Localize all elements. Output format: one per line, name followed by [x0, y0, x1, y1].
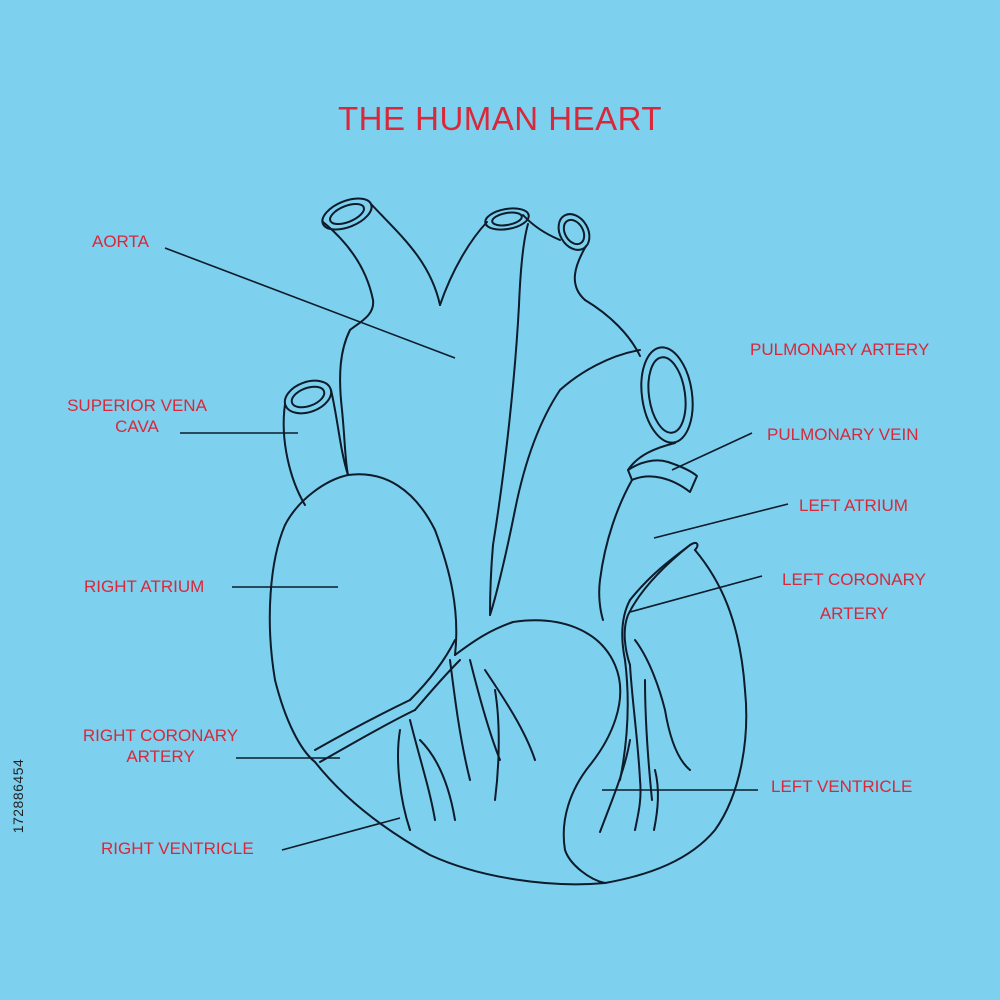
leader-pulmonary-vein [671, 432, 753, 471]
leader-left-coronary-artery [629, 575, 763, 613]
label-superior-vena-cava: SUPERIOR VENA CAVA [52, 395, 222, 437]
label-right-coronary-artery-line2: ARTERY [126, 747, 195, 766]
label-left-atrium: LEFT ATRIUM [799, 496, 908, 515]
pulmonary-artery-opening [640, 346, 694, 444]
right-coronary-artery [314, 699, 411, 751]
label-aorta: AORTA [92, 232, 149, 251]
pulmonary-vein [627, 459, 698, 493]
aortic-arch [322, 221, 375, 331]
right-atrium-outline [347, 473, 458, 656]
label-pulmonary-vein: PULMONARY VEIN [767, 425, 919, 444]
label-right-coronary-artery-line1: RIGHT CORONARY [82, 726, 239, 745]
label-superior-vena-cava-line2: CAVA [115, 417, 159, 436]
label-right-atrium: RIGHT ATRIUM [84, 577, 205, 596]
pulmonary-branch-opening-1 [484, 207, 530, 231]
label-left-coronary-artery-line2: ARTERY [819, 604, 889, 623]
interventricular-line [512, 619, 622, 884]
aorta-opening [321, 197, 373, 231]
leader-aorta [164, 247, 456, 359]
label-left-ventricle: LEFT VENTRICLE [771, 777, 913, 796]
label-left-coronary-artery-line1: LEFT CORONARY [782, 570, 926, 589]
page-title: THE HUMAN HEART [337, 100, 663, 137]
label-superior-vena-cava-line1: SUPERIOR VENA [67, 396, 207, 415]
stock-id: 172886454 [10, 758, 26, 834]
heart-bottom-outline [314, 761, 606, 886]
left-coronary-artery [623, 544, 691, 666]
pulmonary-branch-opening-2 [557, 213, 591, 251]
label-left-coronary-artery: LEFT CORONARY ARTERY [764, 563, 944, 631]
left-atrium-outline [598, 479, 633, 621]
superior-vena-cava-opening [283, 379, 333, 415]
label-pulmonary-artery: PULMONARY ARTERY [750, 340, 930, 359]
leader-left-atrium [653, 503, 789, 539]
leader-right-ventricle [281, 817, 401, 851]
label-right-ventricle: RIGHT VENTRICLE [101, 839, 254, 858]
label-right-coronary-artery: RIGHT CORONARY ARTERY [68, 725, 253, 767]
